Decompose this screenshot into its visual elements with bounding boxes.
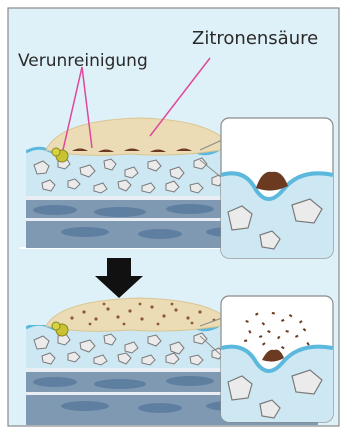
zoom-panel-after bbox=[221, 296, 333, 422]
citric-acid-label: Zitronensäure bbox=[192, 28, 318, 49]
impurity-label: Verunreinigung bbox=[18, 51, 148, 71]
zoom-panel-before bbox=[221, 118, 333, 258]
